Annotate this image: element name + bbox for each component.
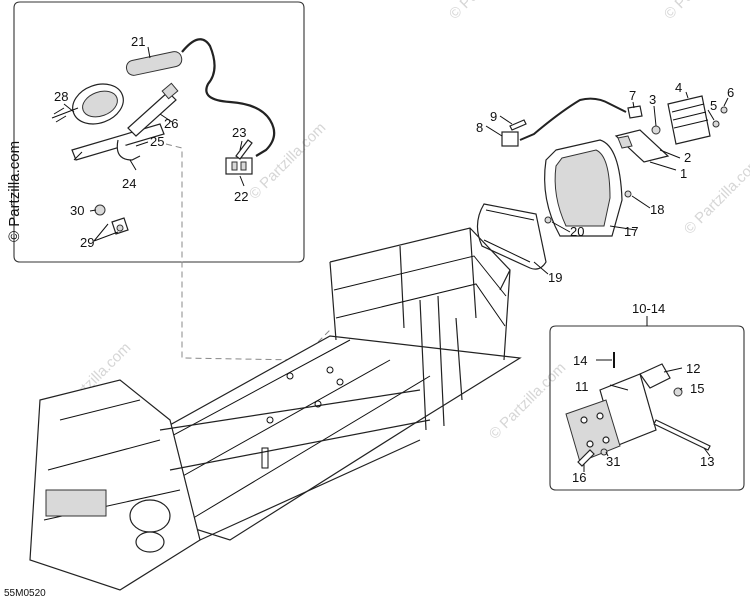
tail-light-wire	[519, 97, 627, 141]
tail-light-assembly: 7 3 4 5 6 2 1 18 20 17 19 8 9	[476, 80, 734, 285]
cargo-frame	[29, 227, 522, 591]
harness-connector	[225, 157, 253, 175]
tail-light-lens	[476, 203, 547, 270]
terminal	[235, 139, 253, 160]
callout-24: 24	[122, 176, 136, 191]
callout-8: 8	[476, 120, 483, 135]
callout-1: 1	[680, 166, 687, 181]
watermark: © Partzilla.com	[446, 0, 529, 23]
diagram-code: 55M0520	[4, 588, 46, 599]
callout-26: 26	[164, 116, 178, 131]
callout-20: 20	[570, 224, 584, 239]
watermark: © Partzilla.com	[681, 154, 750, 237]
callout-28: 28	[54, 89, 68, 104]
inset-left: 21 28 26 25 24 23 22 30 29 © Partzilla.c…	[6, 1, 305, 263]
callout-22: 22	[234, 189, 248, 204]
callout-6: 6	[727, 85, 734, 100]
reflector-block	[565, 399, 621, 463]
wire-connector	[501, 131, 519, 147]
callout-21: 21	[131, 34, 145, 49]
callout-16: 16	[572, 470, 586, 485]
callout-23: 23	[232, 125, 246, 140]
callout-17: 17	[624, 224, 638, 239]
callout-13: 13	[700, 454, 714, 469]
bolt	[653, 419, 711, 451]
callout-30: 30	[70, 203, 84, 218]
callout-19: 19	[548, 270, 562, 285]
callout-9: 9	[490, 109, 497, 124]
callout-29: 29	[80, 235, 94, 250]
callout-31: 31	[606, 454, 620, 469]
lamp-lens	[667, 95, 711, 145]
grip-harness	[181, 38, 276, 157]
callout-7: 7	[629, 88, 636, 103]
callout-18: 18	[650, 202, 664, 217]
callout-2a: 2	[684, 150, 691, 165]
bracket	[639, 363, 671, 389]
inset-frame-bracket	[549, 325, 745, 491]
inset-frame-left	[13, 1, 305, 263]
watermark: © Partzilla.com	[246, 119, 329, 202]
rack-rail	[329, 227, 511, 361]
callout-11: 11	[575, 379, 589, 394]
heated-grip	[125, 51, 183, 76]
callout-15: 15	[690, 381, 704, 396]
callout-12: 12	[686, 361, 700, 376]
callout-14: 14	[573, 353, 587, 368]
watermark: © Partzilla.com	[6, 141, 23, 242]
group-label: 10-14	[632, 301, 665, 316]
grip-tube	[127, 91, 177, 137]
callout-4: 4	[675, 80, 682, 95]
callout-25: 25	[150, 134, 164, 149]
callout-3: 3	[649, 92, 656, 107]
watermark: © Partzilla.com	[661, 0, 744, 23]
inset-bracket: 10-14 14 11 12 15 13 16 31	[549, 301, 745, 491]
harness-route-dashed	[165, 143, 331, 361]
front-frame	[29, 379, 201, 591]
callout-5: 5	[710, 98, 717, 113]
